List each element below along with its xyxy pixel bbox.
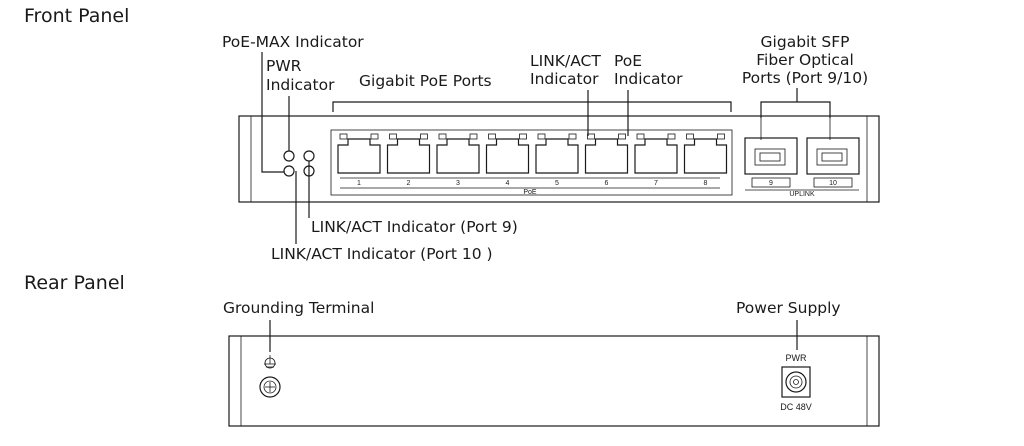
- rear-dc-label: DC 48V: [780, 402, 812, 412]
- port-7-poe-led: [667, 133, 676, 140]
- port-1-linkact-led: [339, 133, 348, 140]
- poe-max-leader: [261, 52, 284, 173]
- linkact-port9-label: LINK/ACT Indicator (Port 9): [311, 218, 518, 236]
- poe-label-line2: Indicator: [614, 70, 683, 88]
- rj45-port-2: [386, 133, 431, 174]
- front-chassis: [238, 115, 880, 203]
- dc-power-jack-icon: [781, 366, 811, 398]
- port-number-8: 8: [704, 180, 708, 187]
- rj45-port-7: [634, 133, 678, 174]
- gigabit-poe-label: Gigabit PoE Ports: [359, 72, 492, 90]
- port-4-poe-led: [519, 133, 527, 140]
- sfp-port-10: [806, 137, 860, 188]
- sfp-port-9: [744, 137, 798, 188]
- front-panel: 1 2 3 4 5 6 7 8 PoE 9 10 UPLINK: [238, 115, 880, 203]
- sfp-label-line1: Gigabit SFP: [761, 33, 850, 51]
- rj45-port-1: [337, 133, 381, 174]
- sfp-label-line3: Ports (Port 9/10): [742, 69, 868, 87]
- poe-group-label: PoE: [523, 189, 537, 196]
- linkact-port9-led: [283, 165, 295, 177]
- power-supply-label: Power Supply: [736, 299, 841, 317]
- poe-max-label: PoE-MAX Indicator: [222, 33, 364, 51]
- sfp-label-line2: Fiber Optical: [756, 51, 854, 69]
- pwr-label-line1: PWR: [266, 57, 302, 75]
- port-number-4: 4: [506, 180, 510, 187]
- ground-symbol-icon: [264, 355, 276, 369]
- front-panel-heading: Front Panel: [24, 5, 129, 27]
- front-callouts: PoE-MAX Indicator PWR Indicator Gigabit …: [222, 33, 868, 263]
- port-6-linkact-led: [587, 133, 595, 140]
- grounding-label: Grounding Terminal: [223, 299, 374, 317]
- port-number-row: 1 2 3 4 5 6 7 8: [357, 180, 708, 187]
- port-6-poe-led: [618, 133, 626, 140]
- port-5-poe-led: [568, 133, 577, 140]
- rj45-port-3: [436, 133, 480, 174]
- linkact-port10-label: LINK/ACT Indicator (Port 10 ): [271, 245, 493, 263]
- poe-label-line1: PoE: [614, 52, 642, 70]
- gigabit-poe-bracket: [332, 101, 732, 112]
- port-number-2: 2: [407, 180, 411, 187]
- rj45-port-5: [535, 133, 579, 174]
- rear-pwr-label: PWR: [786, 353, 807, 363]
- port-1-poe-led: [370, 133, 379, 140]
- rj45-port-8: [683, 133, 728, 174]
- rear-panel-heading: Rear Panel: [24, 272, 125, 294]
- port-2-linkact-led: [389, 133, 397, 140]
- linkact-label-line2: Indicator: [530, 70, 599, 88]
- port-8-poe-led: [717, 133, 725, 140]
- sfp-port-10-number: 10: [829, 180, 837, 187]
- poe-port-group: [330, 129, 733, 196]
- sfp-port-9-number: 9: [769, 180, 773, 187]
- sfp-bracket: [760, 101, 831, 118]
- port-8-linkact-led: [686, 133, 694, 140]
- port-number-5: 5: [555, 180, 559, 187]
- rj45-port-6: [584, 133, 629, 174]
- port-3-poe-led: [469, 133, 478, 140]
- port-number-1: 1: [357, 180, 361, 187]
- poe-max-led: [303, 150, 315, 162]
- grounding-screw-icon: [259, 376, 281, 398]
- port-7-linkact-led: [636, 133, 645, 140]
- rear-panel: PWR DC 48V: [228, 335, 880, 427]
- port-number-6: 6: [605, 180, 609, 187]
- port-number-7: 7: [654, 180, 658, 187]
- linkact-label-line1: LINK/ACT: [530, 52, 601, 70]
- uplink-label: UPLINK: [789, 191, 815, 198]
- port-3-linkact-led: [438, 133, 447, 140]
- port-4-linkact-led: [488, 133, 496, 140]
- rear-chassis: [228, 335, 880, 427]
- rear-callouts: Grounding Terminal Power Supply: [223, 299, 841, 352]
- rj45-port-4: [485, 133, 530, 174]
- pwr-led: [283, 150, 295, 162]
- pwr-label-line2: Indicator: [266, 76, 335, 94]
- port-5-linkact-led: [537, 133, 546, 140]
- port-number-3: 3: [456, 180, 460, 187]
- port-2-poe-led: [420, 133, 428, 140]
- rj45-port-row: [337, 133, 728, 174]
